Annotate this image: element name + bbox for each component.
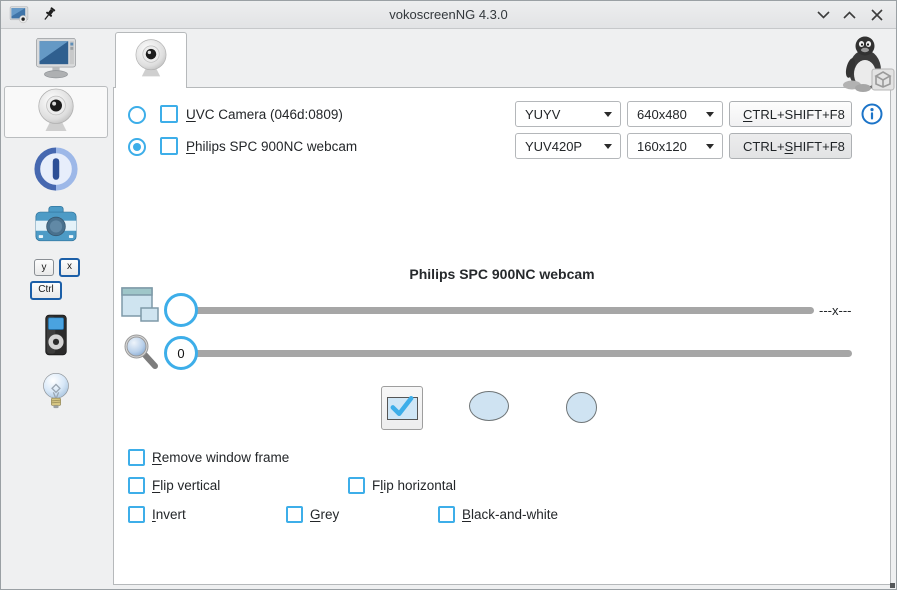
close-button[interactable] — [868, 6, 886, 24]
sidebar-item-help[interactable] — [4, 367, 108, 419]
philips-shortcut-label: CTRL+SHIFT+F8 — [743, 138, 845, 154]
uvc-format-select[interactable]: YUYV — [515, 101, 621, 127]
uvc-shortcut-label: CTRL+SHIFT+F8 — [743, 106, 845, 122]
webcam-tab-icon — [130, 36, 172, 85]
uvc-shortcut-button[interactable]: CTRL+SHIFT+F8 — [729, 101, 852, 127]
camera-icon — [33, 202, 79, 253]
philips-camera-checkbox[interactable] — [160, 137, 178, 155]
sidebar-item-screencast[interactable] — [4, 33, 108, 85]
check-icon — [390, 395, 413, 416]
frame-toggle-button[interactable] — [381, 386, 423, 430]
philips-format-value: YUV420P — [525, 138, 583, 154]
invert-label: Invert — [152, 507, 186, 522]
black-and-white-checkbox[interactable] — [438, 506, 455, 523]
resize-grip[interactable] — [890, 583, 895, 588]
black-and-white-label: Black-and-white — [462, 507, 559, 522]
grey-checkbox[interactable] — [286, 506, 303, 523]
flip-vertical-checkbox[interactable] — [128, 477, 145, 494]
circle-indicator — [566, 392, 597, 423]
preview-title: Philips SPC 900NC webcam — [409, 266, 595, 282]
uvc-resolution-value: 640x480 — [637, 106, 687, 122]
tab-webcam[interactable] — [115, 32, 187, 88]
titlebar: vokoscreenNG 4.3.0 — [1, 1, 896, 29]
timer-icon — [33, 146, 79, 197]
ellipse-indicator — [469, 391, 509, 421]
uvc-camera-radio[interactable] — [128, 106, 146, 124]
flip-horizontal-label: Flip horizontal — [372, 478, 457, 493]
window-size-slider-track[interactable] — [182, 307, 814, 314]
dropdown-caret-icon — [706, 112, 714, 117]
window-size-value: ---x--- — [819, 303, 852, 318]
window-size-icon — [121, 287, 161, 330]
philips-resolution-value: 160x120 — [637, 138, 687, 154]
info-button[interactable] — [860, 102, 884, 131]
philips-shortcut-button[interactable]: CTRL+SHIFT+F8 — [729, 133, 852, 159]
webcam-pane — [113, 87, 891, 585]
flip-vertical-label: Flip vertical — [152, 478, 221, 493]
window-size-slider-handle[interactable] — [164, 293, 198, 327]
media-player-icon — [34, 312, 78, 363]
webcam-icon — [32, 86, 80, 139]
key-y: y — [34, 259, 54, 276]
zoom-slider-handle[interactable]: 0 — [164, 336, 198, 370]
sidebar-item-hotkeys[interactable]: y x Ctrl — [4, 255, 108, 307]
flip-horizontal-checkbox[interactable] — [348, 477, 365, 494]
zoom-slider-value: 0 — [177, 345, 185, 361]
philips-resolution-select[interactable]: 160x120 — [627, 133, 723, 159]
uvc-resolution-select[interactable]: 640x480 — [627, 101, 723, 127]
uvc-camera-checkbox[interactable] — [160, 105, 178, 123]
sidebar-item-player[interactable] — [4, 311, 108, 363]
philips-camera-radio[interactable] — [128, 138, 146, 156]
key-x: x — [59, 258, 80, 277]
dropdown-caret-icon — [604, 112, 612, 117]
uvc-format-value: YUYV — [525, 106, 561, 122]
window-title: vokoscreenNG 4.3.0 — [389, 7, 508, 22]
zoom-slider-track[interactable] — [182, 350, 852, 357]
remove-window-frame-checkbox[interactable] — [128, 449, 145, 466]
dropdown-caret-icon — [706, 144, 714, 149]
magnifier-icon — [122, 333, 160, 376]
uvc-camera-label: UVC Camera (046d:0809) — [186, 107, 343, 122]
maximize-button[interactable] — [840, 6, 858, 24]
invert-checkbox[interactable] — [128, 506, 145, 523]
app-icon — [8, 4, 30, 31]
pin-icon[interactable] — [43, 7, 58, 27]
remove-window-frame-label: Remove window frame — [152, 450, 290, 465]
sidebar-item-webcam[interactable] — [4, 86, 108, 138]
lightbulb-icon — [35, 368, 77, 419]
philips-format-select[interactable]: YUV420P — [515, 133, 621, 159]
hotkeys-icon: y x Ctrl — [28, 257, 84, 305]
dropdown-caret-icon — [604, 144, 612, 149]
monitor-icon — [33, 34, 79, 85]
sidebar-item-screenshot[interactable] — [4, 201, 108, 253]
sidebar-item-timer[interactable] — [4, 145, 108, 197]
key-ctrl: Ctrl — [30, 281, 62, 300]
grey-label: Grey — [310, 507, 340, 522]
minimize-button[interactable] — [814, 6, 832, 24]
tux-mascot — [841, 34, 895, 97]
frame-toggle-inner — [386, 395, 418, 420]
philips-camera-label: Philips SPC 900NC webcam — [186, 139, 358, 154]
